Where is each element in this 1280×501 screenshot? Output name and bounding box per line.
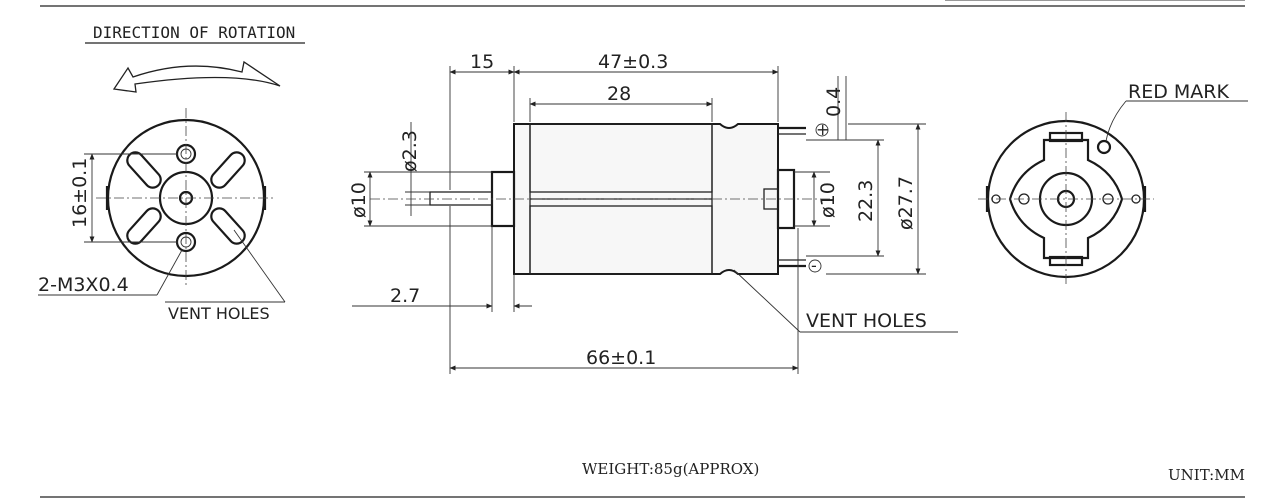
- rear-boss-dia-label: ø10: [817, 182, 839, 218]
- weight-label: WEIGHT:85g(APPROX): [582, 460, 759, 478]
- red-mark-dot: [1096, 139, 1112, 155]
- rear-shaft-stub: [763, 188, 779, 210]
- direction-of-rotation-title: DIRECTION OF ROTATION: [93, 23, 295, 42]
- terminal-spacing-label: 22.3: [855, 180, 877, 222]
- shaft-length-label: 15: [470, 51, 494, 73]
- positive-symbol: +: [816, 120, 829, 139]
- thread-leader-2: [156, 249, 183, 296]
- boss-height-label: 2.7: [390, 285, 420, 307]
- front-view: DIRECTION OF ROTATION 16±0.1 2-M3X0.4: [38, 23, 305, 323]
- vent-slot-1: [126, 151, 162, 189]
- unit-label: UNIT:MM: [1168, 466, 1245, 484]
- vent-slot-2: [210, 151, 246, 189]
- rear-view: RED MARK: [978, 81, 1248, 286]
- body-length-label: 47±0.3: [598, 51, 668, 73]
- rotation-arrow: [112, 60, 281, 93]
- thread-spec-label: 2-M3X0.4: [38, 274, 129, 296]
- negative-symbol: -: [811, 256, 817, 275]
- rear-brush-plate: [1008, 138, 1124, 260]
- magnet-upper: [529, 123, 713, 193]
- magnet-length-label: 28: [607, 83, 631, 105]
- vent-leader-mid-2: [733, 269, 801, 333]
- side-view: + - 15 47±0.3 28 0.4 ø2.3 ø10: [348, 51, 958, 374]
- shaft-dia-label: ø2.3: [399, 130, 421, 172]
- positive-marker: [815, 123, 829, 137]
- overall-length-label: 66±0.1: [586, 347, 656, 369]
- red-mark-leader-2: [1105, 100, 1127, 142]
- negative-marker: [808, 259, 822, 273]
- shaft-side: [429, 191, 493, 206]
- vent-holes-left-label: VENT HOLES: [168, 304, 270, 323]
- vent-leader-left-2: [233, 229, 286, 303]
- boss-dia-label: ø10: [348, 182, 370, 218]
- terminal-thickness-label: 0.4: [823, 87, 845, 117]
- magnet-lower: [529, 205, 713, 275]
- vent-holes-mid-label: VENT HOLES: [806, 310, 927, 332]
- red-mark-label: RED MARK: [1128, 81, 1229, 103]
- vent-slot-3: [126, 207, 162, 245]
- body-dia-label: ø27.7: [895, 176, 917, 230]
- mount-spacing-label: 16±0.1: [69, 158, 91, 228]
